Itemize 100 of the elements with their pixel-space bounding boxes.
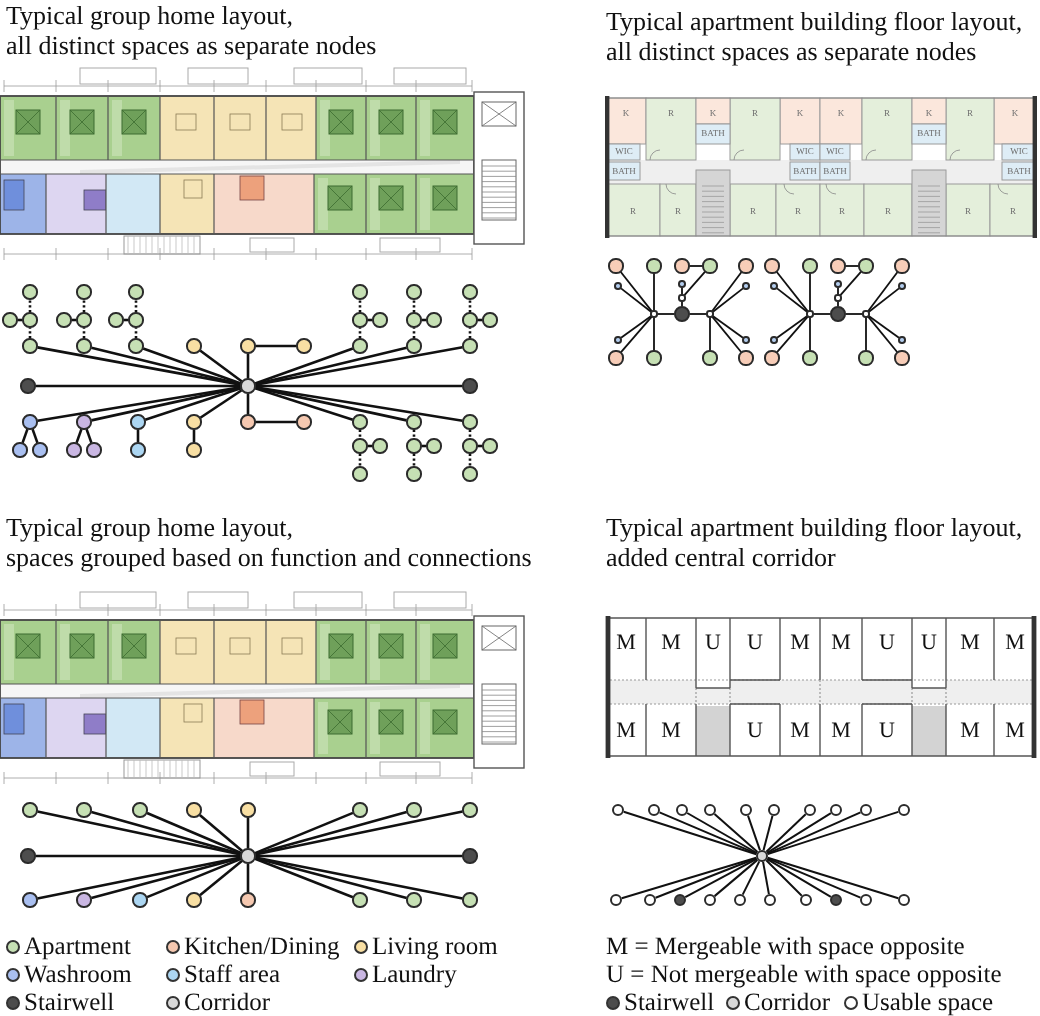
graph-edge xyxy=(765,813,807,853)
graph-node xyxy=(406,284,422,300)
graph-node xyxy=(702,258,718,274)
graph-edge xyxy=(246,353,250,379)
graph-node xyxy=(20,848,36,864)
graph-edge xyxy=(412,299,416,313)
graph-edge xyxy=(246,863,250,893)
legend-label: U = Not mergeable with space opposite xyxy=(606,959,1002,989)
graph-node xyxy=(22,312,38,328)
room-label: M xyxy=(831,721,851,743)
graph-node xyxy=(704,894,716,906)
graph-edge xyxy=(198,813,244,853)
graph-edge xyxy=(713,813,759,853)
graph-node xyxy=(406,802,422,818)
graph-node xyxy=(764,350,780,366)
graph-node xyxy=(76,284,92,300)
graph-edge xyxy=(255,346,463,386)
graph-node xyxy=(108,312,124,328)
graph-edge xyxy=(865,316,867,352)
graph-node xyxy=(240,848,256,864)
graph-edge xyxy=(412,429,416,439)
graph-node xyxy=(20,378,36,394)
graph-node xyxy=(352,892,368,908)
graph-edge xyxy=(762,860,770,896)
graph-node xyxy=(406,338,422,354)
graph-edge xyxy=(622,810,758,856)
graph-node xyxy=(806,310,814,318)
graph-node xyxy=(742,282,750,290)
room-label: M xyxy=(1005,633,1025,655)
graph-edge xyxy=(683,270,706,297)
graph-node xyxy=(186,442,202,458)
graph-node xyxy=(770,282,778,290)
graph-node xyxy=(76,892,92,908)
graph-node xyxy=(678,294,686,302)
graph-edge xyxy=(37,856,241,900)
legend-label: Corridor xyxy=(184,987,271,1016)
panel-heading: Typical group home layout, spaces grouped based on function and connections xyxy=(6,512,532,572)
graph-edge xyxy=(766,812,832,854)
graph-node xyxy=(76,802,92,818)
graph-edge xyxy=(255,386,407,422)
graph-node xyxy=(12,442,28,458)
graph-node xyxy=(406,466,422,482)
graph-node xyxy=(764,258,780,274)
graph-node xyxy=(610,894,622,906)
graph-node xyxy=(352,284,368,300)
graph-node xyxy=(462,378,478,394)
graph-node xyxy=(56,312,72,328)
graph-node xyxy=(674,306,690,322)
room-label: M xyxy=(661,633,681,655)
graph-node xyxy=(704,804,716,816)
graph-edge xyxy=(37,346,241,386)
graph-node xyxy=(646,258,662,274)
graph-edge xyxy=(255,346,407,386)
graph-node xyxy=(352,802,368,818)
graph-edge xyxy=(142,347,242,385)
graph-edge xyxy=(776,315,809,339)
graph-node xyxy=(608,258,624,274)
graph-edge xyxy=(134,327,138,339)
graph-node xyxy=(608,350,624,366)
graph-node xyxy=(614,336,622,344)
graph-node xyxy=(764,894,776,906)
graph-edge xyxy=(82,299,86,313)
graph-edge xyxy=(35,384,241,388)
graph-edge xyxy=(134,299,138,313)
room-label: M xyxy=(616,721,636,743)
graph-edge xyxy=(144,387,242,421)
room-label: M xyxy=(960,721,980,743)
graph-node xyxy=(862,310,870,318)
graph-edge xyxy=(867,271,899,313)
graph-node xyxy=(898,894,910,906)
graph-node xyxy=(800,894,812,906)
graph-node xyxy=(834,280,842,288)
graph-node xyxy=(32,442,48,458)
room-label: M xyxy=(661,721,681,743)
graph-node xyxy=(22,892,38,908)
graph-edge xyxy=(867,287,900,313)
graph-edge xyxy=(809,316,811,352)
graph-edge xyxy=(741,860,761,896)
panel-heading: Typical apartment building floor layout, all distinct spaces as separate nodes xyxy=(606,6,1023,66)
graph-edge xyxy=(146,857,242,899)
graph-edge xyxy=(358,453,362,467)
graph-edge xyxy=(255,854,463,858)
graph-node xyxy=(130,442,146,458)
graph-edge xyxy=(867,315,900,339)
graph-node xyxy=(740,804,752,816)
graph-node xyxy=(462,284,478,300)
graph-node xyxy=(240,802,256,818)
graph-node xyxy=(860,894,872,906)
graph-edge xyxy=(199,349,243,383)
graph-node xyxy=(240,378,256,394)
graph-edge xyxy=(255,384,463,388)
graph-node xyxy=(2,312,18,328)
room-label: M xyxy=(790,721,810,743)
graph-edge xyxy=(766,810,900,856)
graph-node xyxy=(830,258,846,274)
graph-edge xyxy=(90,810,242,856)
graph-node xyxy=(894,258,910,274)
graph-node xyxy=(406,414,422,430)
graph-node xyxy=(674,894,686,906)
graph-edge xyxy=(412,327,416,339)
